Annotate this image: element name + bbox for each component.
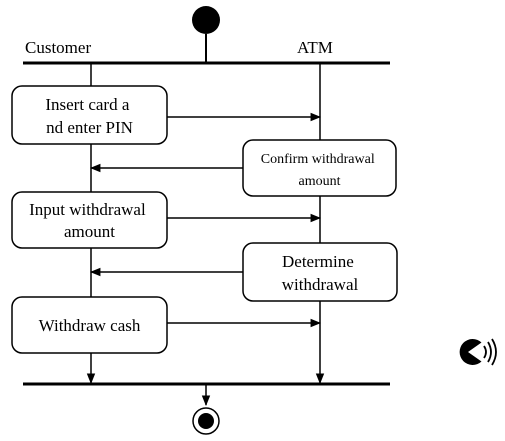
final-node-inner xyxy=(198,413,214,429)
lane-label-atm: ATM xyxy=(297,38,333,57)
svg-text:Insert card a nd enter PIN: Insert card a nd enter PIN xyxy=(45,95,133,137)
svg-text:Determine withdrawal: Determine withdrawal xyxy=(282,252,359,294)
activity-withdraw-cash xyxy=(11,296,168,354)
determine-line-2: withdrawal xyxy=(282,275,359,294)
svg-text:Confirm withdrawal amount: Confirm withdrawal amount xyxy=(261,152,378,189)
lane-label-customer: Customer xyxy=(25,38,91,57)
svg-text:Withdraw cash: Withdraw cash xyxy=(39,316,141,335)
input-line-2: amount xyxy=(64,222,115,241)
confirm-line-1: Confirm withdrawal xyxy=(261,152,375,167)
initial-node xyxy=(192,6,220,34)
withdraw-line-1: Withdraw cash xyxy=(39,316,141,335)
confirm-line-2: amount xyxy=(299,174,341,189)
insert-card-line-2: nd enter PIN xyxy=(46,118,133,137)
activity-input-amount xyxy=(11,191,168,249)
determine-line-1: Determine xyxy=(282,252,354,271)
input-line-1: Input withdrawal xyxy=(29,200,146,219)
svg-text:Input withdrawal amount: Input withdrawal amount xyxy=(29,200,150,241)
speaker-face-icon[interactable] xyxy=(459,338,497,366)
activity-insert-card xyxy=(11,85,168,145)
insert-card-line-1: Insert card a xyxy=(45,95,129,114)
